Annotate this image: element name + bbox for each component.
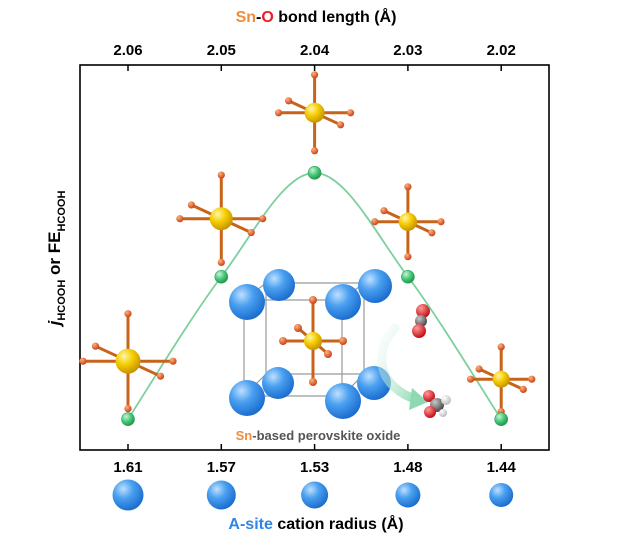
a-site-cation-sphere-icon xyxy=(229,380,265,416)
a-site-cation-sphere-icon xyxy=(395,482,421,508)
top-tick-label: 2.06 xyxy=(113,42,142,59)
data-point xyxy=(214,269,229,284)
octahedra-layer xyxy=(79,71,536,416)
a-site-sphere-row xyxy=(112,479,514,511)
bottom-tick-label: 1.61 xyxy=(113,459,142,476)
reaction-arrowhead xyxy=(409,388,428,410)
sn-o6-octahedron-icon xyxy=(371,183,445,261)
bottom-tick-label: 1.44 xyxy=(487,459,517,476)
sn-o6-octahedron-icon xyxy=(176,171,267,267)
data-point xyxy=(307,166,322,180)
sn-o6-octahedron-icon xyxy=(275,71,355,155)
bottom-axis-label: A-site cation radius (Å) xyxy=(228,514,403,533)
sn-o6-octahedron-icon xyxy=(79,310,177,413)
data-points xyxy=(121,166,509,427)
bottom-axis-tick-labels: 1.61 1.57 1.53 1.48 1.44 xyxy=(113,459,516,476)
bottom-tick-label: 1.53 xyxy=(300,459,329,476)
a-site-cation-sphere-icon xyxy=(229,284,265,320)
perovskite-annotation: Sn-based perovskite oxide xyxy=(236,428,401,443)
top-tick-label: 2.03 xyxy=(393,42,422,59)
top-tick-label: 2.02 xyxy=(487,42,516,59)
bottom-axis-ticks xyxy=(127,444,502,450)
sn-o6-octahedron-icon xyxy=(279,296,347,386)
perovskite-unit-cell-illustration xyxy=(229,269,451,419)
reaction-arrow xyxy=(377,323,423,405)
a-site-cation-sphere-icon xyxy=(325,284,361,320)
hcooh-molecule-icon xyxy=(423,390,451,418)
sn-o6-octahedron-icon xyxy=(467,343,536,416)
bottom-tick-label: 1.57 xyxy=(207,459,236,476)
data-point xyxy=(401,269,415,284)
top-axis-tick-labels: 2.06 2.05 2.04 2.03 2.02 xyxy=(113,42,515,59)
co2-molecule-icon xyxy=(412,304,430,338)
bottom-tick-label: 1.48 xyxy=(393,459,422,476)
a-site-cation-sphere-icon xyxy=(358,269,392,303)
data-point xyxy=(494,412,509,427)
a-site-cation-sphere-icon xyxy=(112,479,144,511)
top-tick-label: 2.04 xyxy=(300,42,330,59)
top-tick-label: 2.05 xyxy=(207,42,236,59)
a-site-cation-sphere-icon xyxy=(489,483,514,507)
a-site-cation-sphere-icon xyxy=(262,367,294,399)
y-axis-label: jHCOOH or FEHCOOH xyxy=(45,191,68,328)
data-point xyxy=(121,412,135,427)
a-site-cation-sphere-icon xyxy=(263,269,295,301)
a-site-cation-sphere-icon xyxy=(325,383,361,419)
top-axis-ticks xyxy=(127,65,502,71)
top-axis-label: Sn-O bond length (Å) xyxy=(236,7,397,26)
a-site-cation-sphere-icon xyxy=(301,481,329,509)
a-site-cation-sphere-icon xyxy=(206,480,236,510)
